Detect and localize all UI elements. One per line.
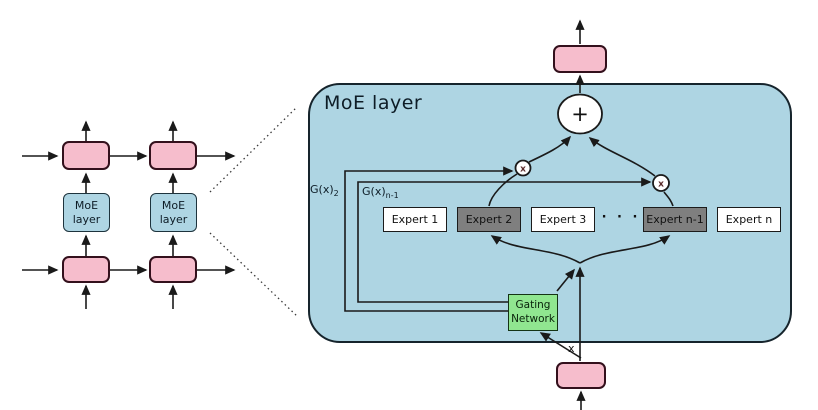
gating-label-line1: Gating (515, 299, 551, 312)
experts-ellipsis: · · · (601, 210, 641, 225)
expert-3-box: Expert 3 (531, 207, 595, 232)
moe-layer-cell-right: MoE layer (150, 193, 197, 232)
moe-cell-label-line1: MoE (74, 198, 99, 212)
moe-layer-cell-left: MoE layer (63, 193, 110, 232)
gate-weight-sub: n-1 (385, 191, 399, 201)
gating-network-box: Gating Network (508, 294, 558, 331)
gate-weight-base: G(x) (310, 183, 334, 196)
expert-3-label: Expert 3 (539, 213, 587, 226)
left-network-wires (22, 120, 236, 309)
gate-weight-base: G(x) (362, 185, 386, 198)
moe-cell-label-line2: layer (159, 212, 188, 226)
gate-weight-label-n-1: G(x)n-1 (362, 185, 399, 200)
moe-layer-title: MoE layer (324, 92, 423, 114)
gate-weight-label-2: G(x)2 (310, 183, 339, 198)
input-x-label: x (568, 342, 575, 355)
expert-2-box: Expert 2 (457, 207, 521, 232)
expert-2-label: Expert 2 (465, 213, 513, 226)
moe-cell-label-line2: layer (72, 212, 101, 226)
rnn-cell-bottom-right (149, 256, 197, 283)
zoom-callout-lines (209, 107, 299, 318)
output-box (553, 45, 607, 73)
rnn-cell-top-right (149, 141, 197, 170)
expert-1-label: Expert 1 (391, 213, 439, 226)
expert-n-1-box: Expert n-1 (643, 207, 707, 232)
gating-label-line2: Network (511, 312, 555, 325)
expert-n-box: Expert n (717, 207, 781, 232)
moe-cell-label-line1: MoE (161, 198, 186, 212)
expert-n-1-label: Expert n-1 (646, 213, 704, 226)
expert-n-label: Expert n (725, 213, 773, 226)
expert-1-box: Expert 1 (383, 207, 447, 232)
gate-weight-sub: 2 (333, 189, 339, 199)
rnn-cell-bottom-left (62, 256, 110, 283)
input-box (556, 362, 606, 389)
rnn-cell-top-left (62, 141, 110, 170)
